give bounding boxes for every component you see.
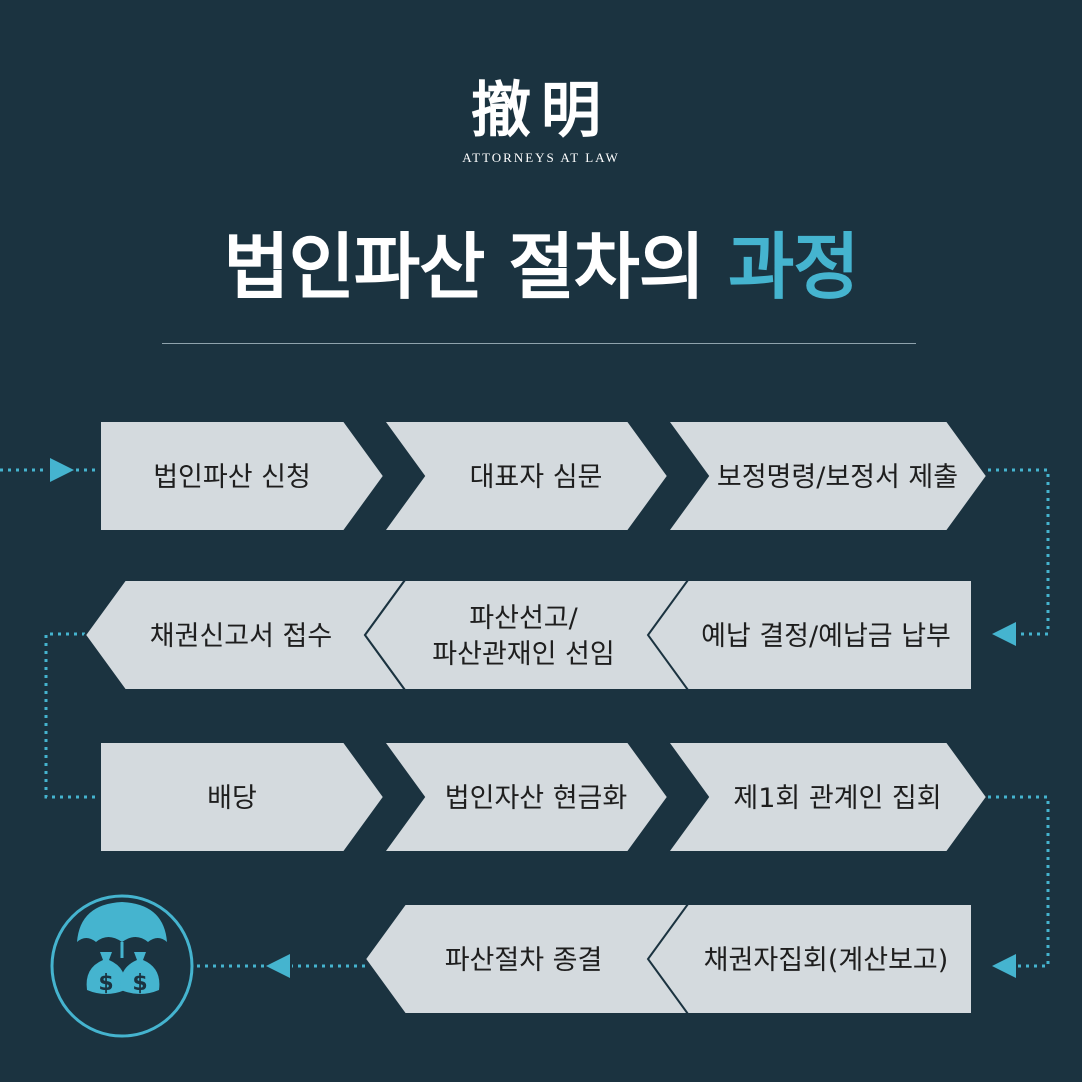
step-7-box — [99, 741, 386, 853]
title-accent: 과정 — [728, 225, 859, 309]
step-10-box — [646, 903, 973, 1015]
money-bag-left-icon — [86, 952, 126, 994]
exit-arrow — [266, 954, 290, 978]
connector-row1-row2 — [988, 468, 1050, 636]
step-9-box — [666, 741, 989, 853]
icon-ring — [50, 894, 194, 1038]
step-5-label: 파산관재인 선임 — [432, 639, 614, 670]
arrow-into-row2 — [992, 622, 1016, 646]
logo-subtitle: ATTORNEYS AT LAW — [462, 150, 620, 165]
title-divider — [162, 343, 916, 344]
arrow-into-row4 — [992, 954, 1016, 978]
page-title: 법인파산 절차의 과정 — [0, 222, 1082, 312]
title-main: 법인파산 절차의 — [223, 225, 705, 309]
step-8-box — [382, 741, 670, 853]
step-4-label: 예납 결정/예납금 납부 — [701, 621, 951, 652]
step-11-label: 파산절차 종결 — [445, 945, 603, 976]
step-3-box — [666, 420, 989, 532]
firm-logo: 撤明 ATTORNEYS AT LAW — [0, 78, 1082, 166]
money-bag-right-symbol: $ — [132, 971, 147, 996]
step-4-box — [646, 579, 973, 691]
step-5-label: 파산선고/ — [469, 603, 578, 634]
money-bag-right-icon — [120, 952, 160, 994]
step-7-label: 배당 — [207, 783, 257, 814]
step-5-box — [363, 579, 692, 691]
umbrella-money-icon: $$ — [50, 894, 194, 1038]
connector-row2-row3 — [44, 632, 100, 799]
step-8-label: 법인자산 현금화 — [445, 783, 627, 814]
step-1-label: 법인파산 신청 — [153, 462, 311, 493]
entry-arrow — [50, 458, 74, 482]
step-10-label: 채권자집회(계산보고) — [704, 945, 949, 976]
step-2-box — [382, 420, 670, 532]
step-6-label: 채권신고서 접수 — [150, 621, 332, 652]
flow-connectors — [0, 458, 1050, 978]
umbrella-canopy-icon — [77, 902, 167, 942]
step-3-label: 보정명령/보정서 제출 — [717, 462, 958, 493]
step-1-box — [99, 420, 386, 532]
step-2-label: 대표자 심문 — [470, 462, 603, 493]
logo-mark: 撤明 — [471, 76, 611, 146]
money-bag-left-symbol: $ — [98, 971, 113, 996]
step-9-label: 제1회 관계인 집회 — [733, 783, 941, 814]
connector-row3-row4 — [988, 795, 1050, 968]
